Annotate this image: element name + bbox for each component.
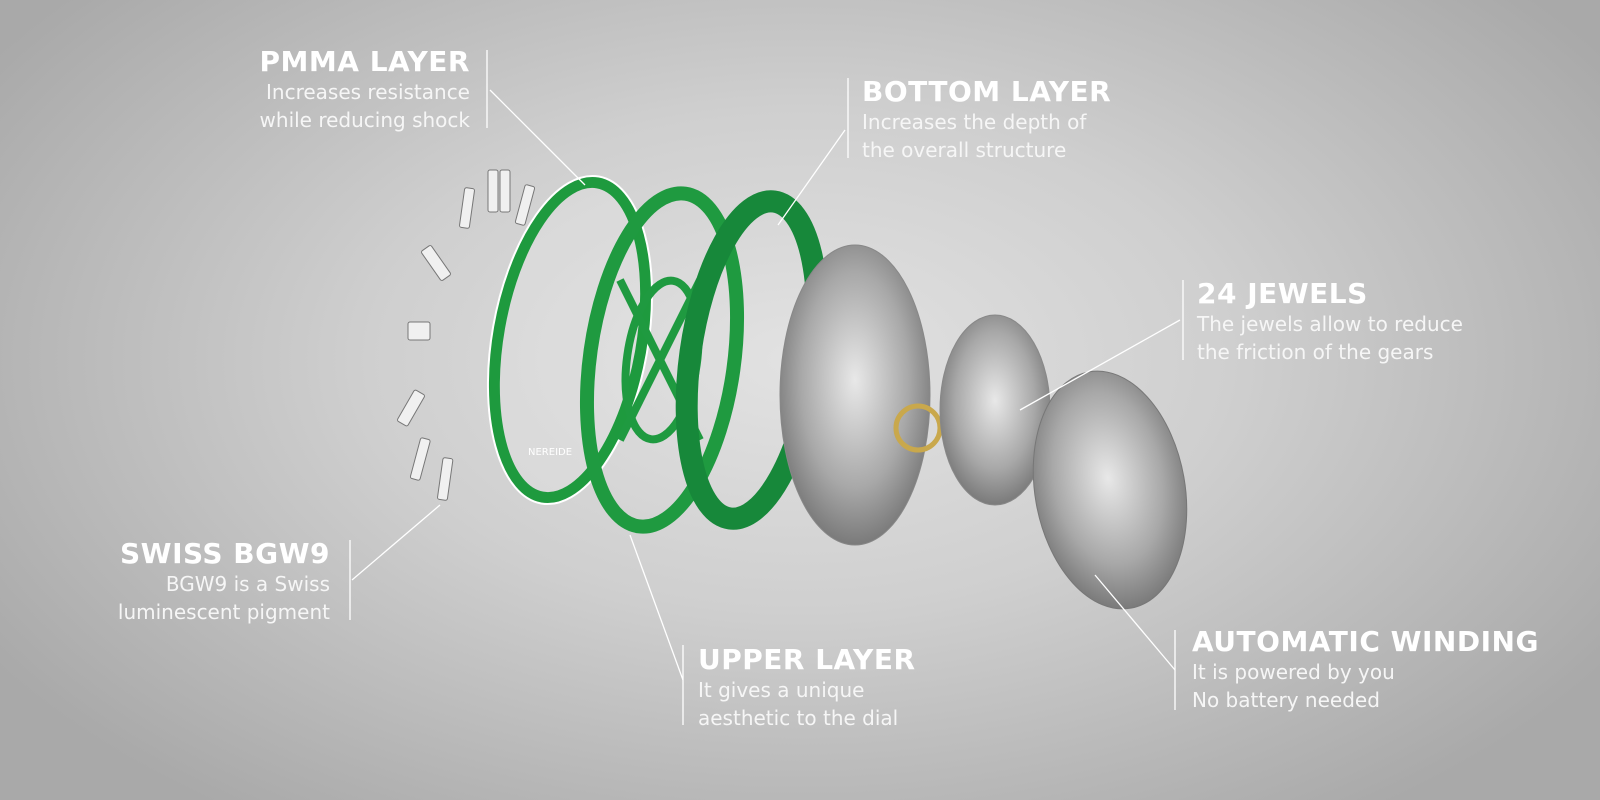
- callout-text: Increases resistance: [266, 80, 470, 104]
- callout-title: BOTTOM LAYER: [862, 75, 1112, 108]
- movement-plate: [779, 244, 931, 546]
- callout-title: AUTOMATIC WINDING: [1192, 625, 1539, 658]
- callout-text: luminescent pigment: [117, 600, 330, 624]
- callout-text: the friction of the gears: [1197, 340, 1434, 364]
- callout-title: UPPER LAYER: [698, 643, 916, 676]
- callout-title: PMMA LAYER: [259, 45, 470, 78]
- luminous-indices: [397, 169, 536, 501]
- callout-text: No battery needed: [1192, 688, 1380, 712]
- callout-title: SWISS BGW9: [120, 537, 330, 570]
- callout-text: aesthetic to the dial: [698, 706, 899, 730]
- callout-upper-layer: UPPER LAYER It gives a unique aesthetic …: [698, 644, 916, 732]
- callout-text: the overall structure: [862, 138, 1067, 162]
- gold-wheel: [893, 403, 943, 453]
- callout-text: It is powered by you: [1192, 660, 1395, 684]
- callout-swiss-bgw9: SWISS BGW9 BGW9 is a Swiss luminescent p…: [118, 538, 330, 626]
- callout-bottom-layer: BOTTOM LAYER Increases the depth of the …: [862, 76, 1111, 164]
- callout-text: Increases the depth of: [862, 110, 1087, 134]
- callout-automatic-winding: AUTOMATIC WINDING It is powered by you N…: [1192, 626, 1539, 714]
- callout-text: It gives a unique: [698, 678, 865, 702]
- callout-text: BGW9 is a Swiss: [165, 572, 330, 596]
- dial-logo: NEREIDE: [528, 447, 572, 458]
- callout-24-jewels: 24 JEWELS The jewels allow to reduce the…: [1197, 278, 1463, 366]
- callout-text: while reducing shock: [259, 108, 470, 132]
- callout-text: The jewels allow to reduce: [1197, 312, 1463, 336]
- leader-lines: [349, 50, 1184, 725]
- callout-pmma-layer: PMMA LAYER Increases resistance while re…: [260, 46, 470, 134]
- callout-title: 24 JEWELS: [1197, 277, 1368, 310]
